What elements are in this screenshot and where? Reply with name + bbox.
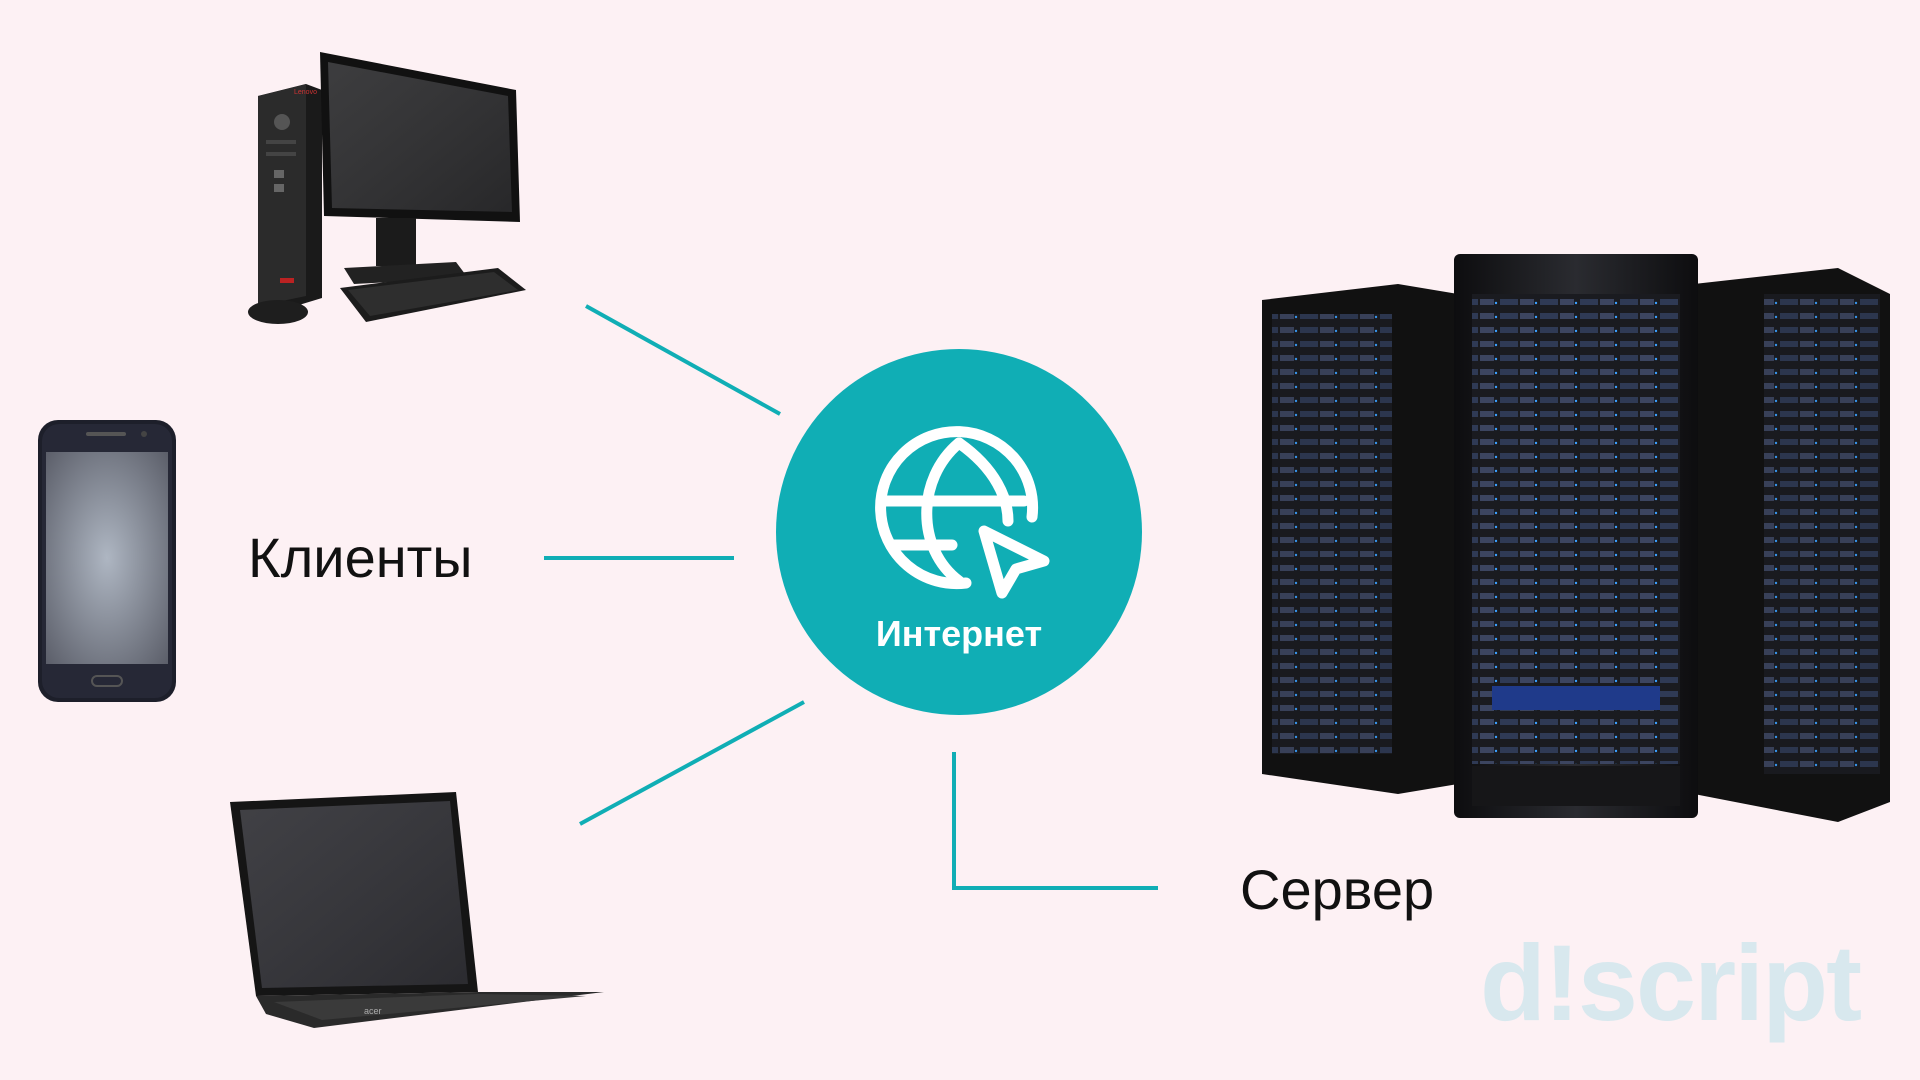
internet-node: Интернет — [776, 349, 1142, 715]
internet-label: Интернет — [875, 613, 1043, 654]
watermark-logo: d!script — [1480, 922, 1862, 1043]
server-label: Сервер — [1240, 858, 1435, 921]
desktop-brand-text: Lenovo — [294, 89, 317, 96]
globe-cursor-icon — [875, 426, 1050, 599]
laptop-icon: acer — [230, 792, 604, 1028]
desktop-pc-icon: Lenovo — [248, 52, 526, 324]
line-internet-server — [952, 752, 1158, 890]
laptop-brand-text: acer — [364, 1006, 382, 1016]
clients-label: Клиенты — [248, 526, 473, 589]
line-desktop-internet — [585, 304, 781, 416]
server-rack-icon — [1262, 254, 1890, 822]
line-laptop-internet — [579, 700, 805, 826]
smartphone-icon — [38, 420, 176, 702]
